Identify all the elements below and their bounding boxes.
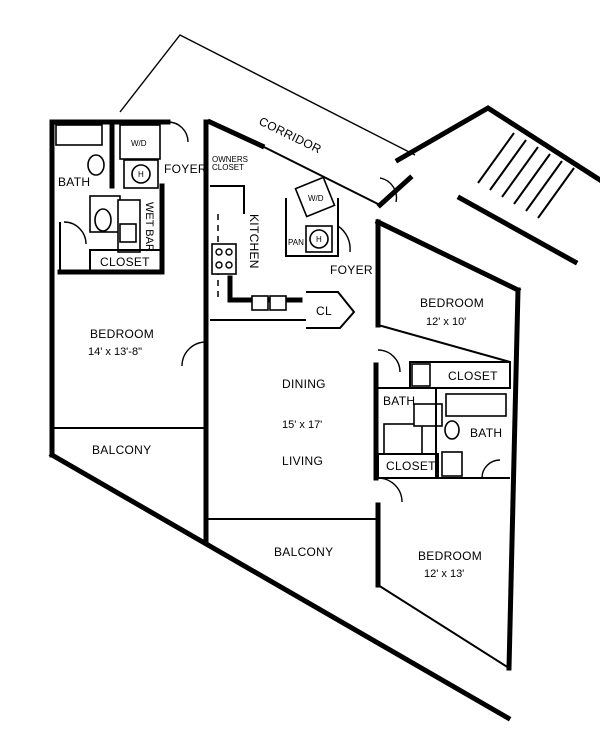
pan-h-outline [285, 198, 339, 257]
bathtub-right-a [383, 423, 423, 455]
foyer-right-door-swing [337, 225, 351, 253]
bedroom-right-top-bottom-wall [377, 324, 511, 363]
right-bath-door-swing [481, 459, 501, 479]
label-pan: PAN [288, 238, 304, 247]
corridor-door-swing [379, 177, 398, 203]
label-balcony-left: BALCONY [92, 443, 151, 457]
foyer-left-door-swing [167, 121, 189, 143]
corridor-stub [206, 118, 266, 150]
corridor-outline [119, 34, 489, 209]
range [211, 243, 237, 275]
burner-1 [215, 248, 223, 256]
washer-dryer-left [119, 124, 161, 160]
closet-left-box [89, 249, 163, 273]
label-bath-right-a: BATH [383, 394, 415, 408]
label-bedroom-left-dim: 14' x 13'-8" [88, 346, 142, 358]
label-bedroom-right-top: BEDROOM [420, 296, 484, 310]
label-foyer-right: FOYER [330, 263, 373, 277]
label-closet-left: CLOSET [100, 255, 150, 269]
washer-dryer-center [294, 176, 336, 218]
bedroom-right-bottom-door-swing [377, 477, 403, 503]
right-unit-outer-wall [506, 287, 521, 671]
label-bedroom-right-top-dim: 12' x 10' [426, 316, 466, 328]
label-closet-right-bottom: CLOSET [386, 459, 436, 473]
label-closet-right-top: CLOSET [448, 369, 498, 383]
label-h-left: H [138, 170, 144, 179]
label-corridor: CORRIDOR [257, 114, 324, 156]
left-unit-interior [55, 119, 207, 367]
sink-left [94, 208, 112, 232]
label-h-center: H [316, 235, 322, 244]
label-bedroom-left: BEDROOM [90, 327, 154, 341]
bedroom-left-door-swing [181, 341, 207, 367]
label-owners-closet-1: OWNERS [212, 155, 248, 164]
bathtub-left [55, 124, 103, 146]
label-bath-left: BATH [58, 175, 90, 189]
stair-tread-6 [537, 167, 575, 219]
toilet-left [87, 154, 105, 176]
label-cl: CL [316, 304, 332, 318]
vanity-right [413, 403, 443, 427]
right-unit-interior [376, 324, 511, 503]
label-dining: DINING [282, 377, 326, 391]
balcony-right-rail [377, 584, 510, 669]
bedroom-right-top-door-swing [377, 349, 401, 373]
corridor-wall [261, 145, 381, 206]
label-bedroom-right-bottom-dim: 12' x 13' [424, 568, 464, 580]
label-wet-bar: WET BAR [143, 202, 155, 252]
corridor-outer [119, 34, 416, 156]
stairwell [394, 105, 600, 266]
label-living: LIVING [282, 454, 323, 468]
label-dining-living-dim: 15' x 17' [282, 419, 322, 431]
stair-tread-1 [477, 132, 515, 184]
exterior-walls [49, 119, 522, 671]
stair-tread-4 [513, 153, 551, 205]
stair-tread-5 [525, 160, 563, 212]
stair-top-wall [394, 105, 600, 183]
label-owners-closet-2: CLOSET [212, 163, 244, 172]
burner-3 [215, 261, 223, 269]
stair-tread-3 [501, 146, 539, 198]
sink-right [441, 451, 463, 477]
kitchen-sink-1 [251, 295, 269, 311]
closet-right-top-fixture [411, 363, 431, 387]
water-heater-left [131, 164, 151, 184]
bathtub-right-b [445, 393, 507, 417]
label-wd-left: W/D [131, 139, 147, 148]
stair-tread-2 [489, 139, 527, 191]
balcony-outline [48, 427, 512, 722]
label-wd-center: W/D [308, 194, 324, 203]
label-bath-right-b: BATH [470, 426, 502, 440]
water-heater-center [309, 229, 329, 249]
bath-left-door-swing [63, 221, 87, 245]
kitchen-area [210, 176, 398, 329]
label-foyer-left: FOYER [164, 162, 207, 176]
kitchen-sink-2 [269, 295, 287, 311]
burner-4 [225, 261, 233, 269]
wet-bar-sink [119, 223, 137, 243]
label-kitchen: KITCHEN [247, 214, 261, 269]
cl-outline [306, 291, 356, 329]
toilet-right [444, 420, 460, 440]
diagonal-edge [48, 451, 512, 722]
stair-bottom-wall [456, 194, 579, 266]
burner-2 [225, 248, 233, 256]
label-bedroom-right-bottom: BEDROOM [418, 549, 482, 563]
owners-closet-wall [210, 185, 245, 214]
right-unit-top-wall [374, 218, 522, 294]
label-balcony-center: BALCONY [274, 545, 333, 559]
